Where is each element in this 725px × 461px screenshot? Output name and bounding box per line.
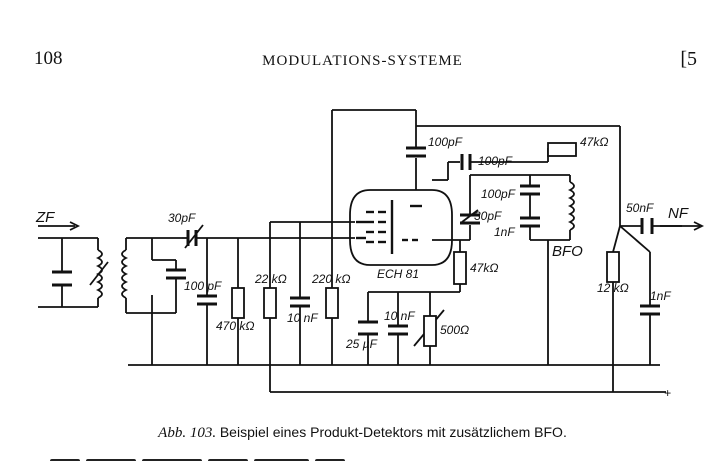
figure-caption: Abb. 103. Beispiel eines Produkt-Detekto… — [0, 424, 725, 442]
figure-number: Abb. 103. — [158, 425, 217, 441]
label-r-500: 500Ω — [440, 323, 469, 337]
chapter-marker: [5 — [680, 48, 697, 70]
label-tube: ECH 81 — [377, 267, 419, 281]
label-c-1nf-osc: 1nF — [494, 225, 515, 239]
label-c-100pf-grid: 100 pF — [184, 279, 222, 293]
running-head: MODULATIONS-SYSTEME — [262, 53, 463, 69]
label-c-100pf-mid: 100pF — [478, 154, 513, 168]
label-c-25uf: 25 µF — [345, 337, 378, 351]
label-c-50nf-out: 50nF — [626, 201, 654, 215]
label-r-12k: 12 kΩ — [597, 281, 629, 295]
cut-off-text-line — [50, 452, 450, 461]
label-c-100pf-osc: 100pF — [481, 187, 516, 201]
page-number: 108 — [34, 48, 63, 69]
label-bfo: BFO — [552, 243, 583, 260]
label-supply: + — [664, 386, 671, 400]
label-r-220k: 220 kΩ — [311, 272, 350, 286]
label-r-22k: 22 kΩ — [254, 272, 287, 286]
label-r-47k-mid: 47kΩ — [470, 261, 498, 275]
label-nf: NF — [668, 205, 689, 222]
label-r-470k: 470 kΩ — [216, 319, 254, 333]
label-c-30pf-osc: 30pF — [474, 209, 502, 223]
label-c-1nf-out: 1nF — [650, 289, 671, 303]
label-c-10nf-a: 10 nF — [287, 311, 318, 325]
caption-text: Beispiel eines Produkt-Detektors mit zus… — [219, 424, 567, 440]
label-c-100pf-top: 100pF — [428, 135, 463, 149]
label-zf: ZF — [35, 209, 55, 226]
label-c-10nf-b: 10 nF — [384, 309, 415, 323]
label-r-47k-top: 47kΩ — [580, 135, 608, 149]
label-c-30pf-input: 30pF — [168, 211, 196, 225]
